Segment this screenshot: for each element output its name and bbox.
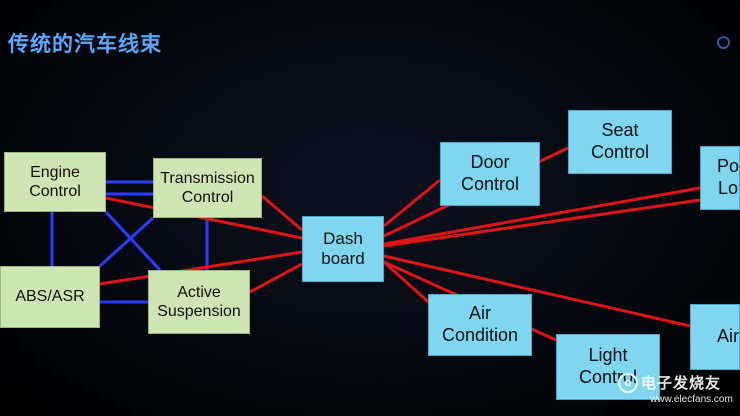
- node-door-control: Door Control: [440, 142, 540, 206]
- harness-suspension-dash: [249, 262, 303, 294]
- node-dashboard: Dash board: [302, 216, 384, 282]
- node-seat-control: Seat Control: [568, 110, 672, 174]
- harness-abs-dash: [99, 250, 303, 286]
- node-power-lock: Po Lo: [700, 146, 740, 210]
- node-airbag: Air: [690, 304, 740, 370]
- slide-title: 传统的汽车线束: [8, 32, 162, 56]
- bus-transmission-abs-cross: [98, 216, 155, 268]
- node-light-control: Light Control: [556, 334, 660, 400]
- watermark: e 电子发烧友: [618, 372, 721, 393]
- watermark-url: www.elecfans.com: [650, 394, 733, 405]
- harness-dash-airbag: [383, 254, 691, 328]
- corner-circle-icon: [717, 36, 730, 49]
- harness-transmission-dash: [261, 194, 303, 232]
- node-transmission-control: Transmission Control: [153, 158, 262, 218]
- harness-dash-upper: [383, 198, 701, 248]
- harness-dash-door: [383, 178, 441, 228]
- node-air-condition: Air Condition: [428, 294, 532, 356]
- bus-engine-suspension-cross: [104, 210, 162, 272]
- watermark-logo-icon: e: [618, 372, 638, 393]
- node-active-suspension: Active Suspension: [148, 270, 250, 334]
- watermark-name: 电子发烧友: [641, 374, 722, 392]
- harness-engine-dash: [105, 196, 303, 240]
- node-engine-control: Engine Control: [4, 152, 106, 212]
- node-abs-asr: ABS/ASR: [0, 266, 100, 328]
- harness-dash-powerlock: [383, 186, 701, 246]
